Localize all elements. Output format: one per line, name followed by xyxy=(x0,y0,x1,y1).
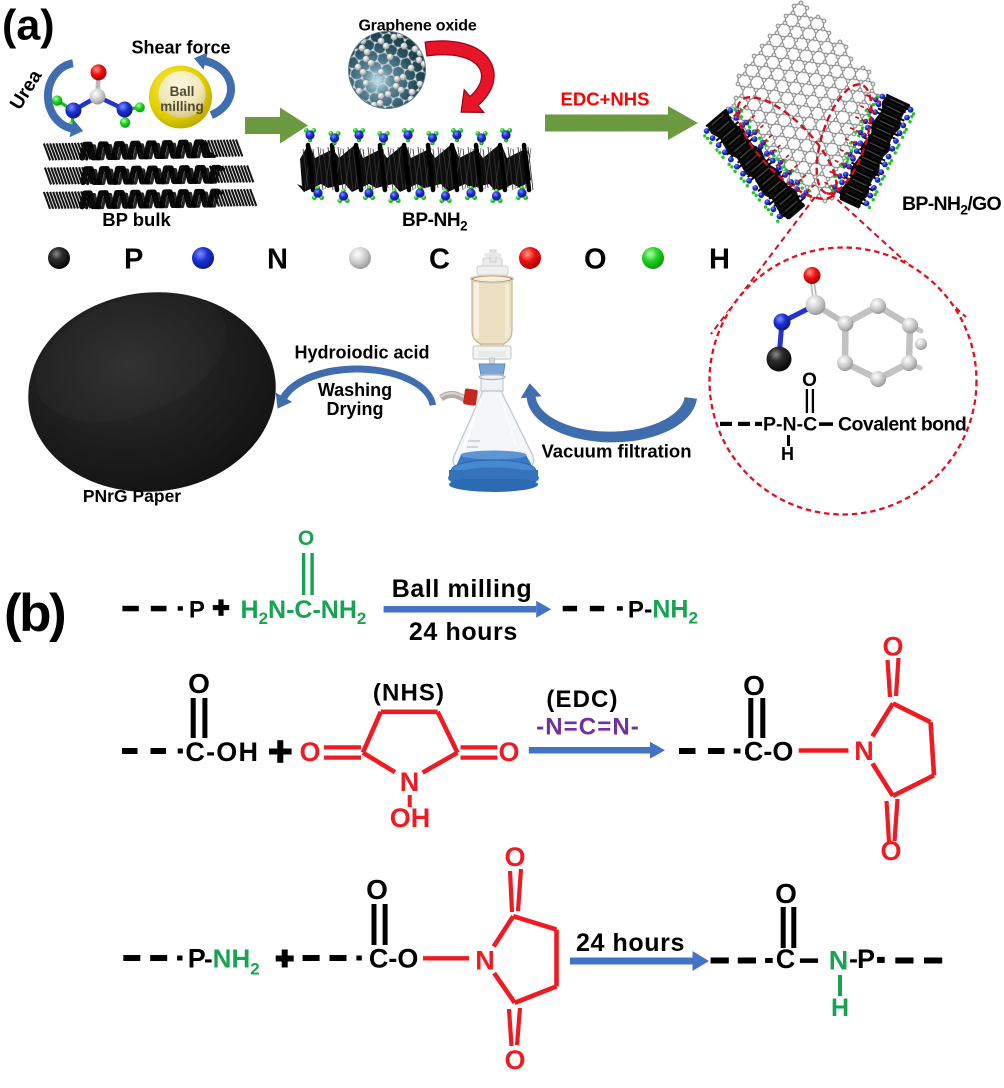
svg-text:(b): (b) xyxy=(4,584,65,643)
svg-text:O: O xyxy=(504,1045,525,1075)
svg-text:O: O xyxy=(498,737,519,767)
svg-text:Hydroiodic acid: Hydroiodic acid xyxy=(294,343,429,363)
svg-text:N: N xyxy=(475,946,495,976)
svg-text:P: P xyxy=(628,597,644,624)
svg-text:(a): (a) xyxy=(2,1,55,49)
svg-text:BP bulk: BP bulk xyxy=(102,209,171,230)
svg-text:EDC+NHS: EDC+NHS xyxy=(561,89,650,110)
svg-text:C-O: C-O xyxy=(744,737,794,767)
svg-text:-NH2: -NH2 xyxy=(644,596,698,628)
svg-text:milling: milling xyxy=(160,99,204,114)
svg-text:Shear force: Shear force xyxy=(131,38,230,58)
svg-text:Ball: Ball xyxy=(170,84,195,99)
svg-text:O: O xyxy=(882,632,903,662)
svg-text:N: N xyxy=(400,767,420,797)
svg-text:O: O xyxy=(584,244,607,276)
svg-text:O: O xyxy=(880,836,901,866)
svg-text:-N=C=N-: -N=C=N- xyxy=(536,714,640,741)
svg-text:(NHS): (NHS) xyxy=(373,680,445,707)
svg-text:O: O xyxy=(802,370,817,391)
svg-text:O: O xyxy=(188,668,210,699)
svg-text:BP-NH2: BP-NH2 xyxy=(402,210,467,234)
svg-text:P: P xyxy=(189,597,205,624)
svg-text:Drying: Drying xyxy=(326,399,383,419)
svg-text:H: H xyxy=(709,244,730,276)
svg-text:N: N xyxy=(829,946,849,976)
svg-text:N: N xyxy=(267,244,288,276)
svg-text:P-N-C: P-N-C xyxy=(763,414,817,436)
svg-text:Vacuum filtration: Vacuum filtration xyxy=(541,441,691,462)
svg-text:P: P xyxy=(857,944,875,974)
svg-text:C-O: C-O xyxy=(369,944,419,974)
svg-text:Washing: Washing xyxy=(318,380,392,400)
svg-text:-: - xyxy=(849,944,858,974)
svg-text:Covalent bond: Covalent bond xyxy=(838,414,966,436)
svg-text:O: O xyxy=(775,878,797,909)
svg-text:O: O xyxy=(299,737,320,767)
svg-text:P: P xyxy=(188,944,206,974)
svg-text:OH: OH xyxy=(390,803,431,833)
svg-text:24 hours: 24 hours xyxy=(409,618,518,646)
svg-text:-NH2: -NH2 xyxy=(204,944,260,979)
svg-text:Graphene oxide: Graphene oxide xyxy=(358,18,476,35)
svg-text:PNrG Paper: PNrG Paper xyxy=(83,486,181,506)
svg-text:24 hours: 24 hours xyxy=(576,929,685,957)
svg-text:O: O xyxy=(366,874,388,905)
svg-text:BP-NH2/GO: BP-NH2/GO xyxy=(902,193,1002,218)
svg-text:C: C xyxy=(776,944,796,974)
svg-text:H: H xyxy=(781,444,794,464)
svg-text:(EDC): (EDC) xyxy=(546,686,618,713)
svg-text:C: C xyxy=(429,244,450,276)
svg-text:C-OH: C-OH xyxy=(185,737,259,767)
svg-text:O: O xyxy=(298,527,314,550)
svg-text:P: P xyxy=(124,244,143,276)
svg-text:O: O xyxy=(504,842,525,872)
svg-text:O: O xyxy=(743,670,765,701)
svg-text:Ball milling: Ball milling xyxy=(392,575,533,603)
svg-text:N: N xyxy=(854,736,874,766)
svg-text:H: H xyxy=(831,994,849,1022)
